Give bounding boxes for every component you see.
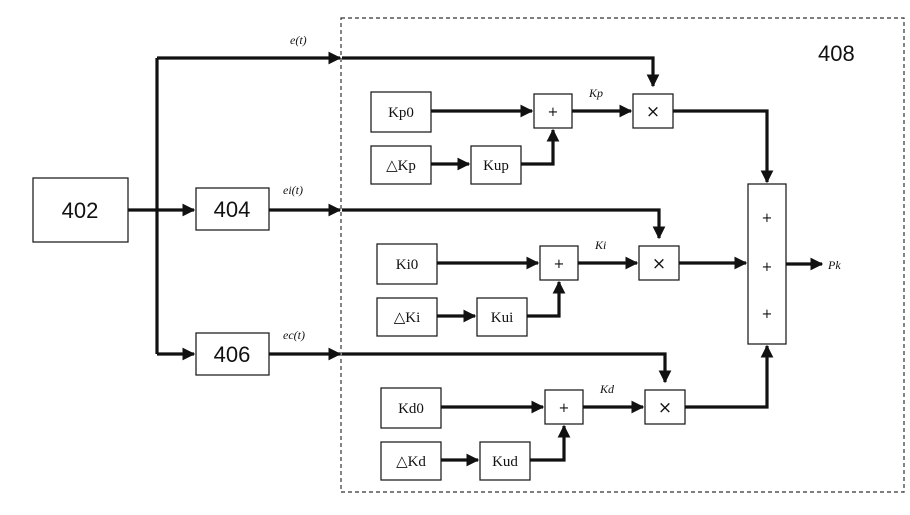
adder-p-sign: + — [548, 105, 559, 120]
label-delta-kp: △Kp — [386, 158, 416, 174]
multiplier-i-sign: × — [652, 254, 666, 274]
label-402: 402 — [62, 198, 99, 223]
signal-ki: Ki — [594, 238, 606, 252]
adder-i-sign: + — [554, 257, 565, 272]
label-delta-ki: △Ki — [394, 310, 421, 326]
label-delta-kd: △Kd — [396, 454, 426, 470]
multiplier-d-sign: × — [658, 398, 672, 418]
label-kp0: Kp0 — [388, 105, 414, 121]
label-ki0: Ki0 — [396, 257, 419, 273]
summer-sign-2: + — [762, 260, 773, 275]
summer-sign-1: + — [762, 211, 773, 226]
adder-d-sign: + — [559, 401, 570, 416]
signal-ec: ec(t) — [283, 328, 305, 342]
multiplier-p-sign: × — [646, 102, 660, 122]
summer-sign-3: + — [762, 307, 773, 322]
label-kui: Kui — [491, 310, 514, 326]
signal-ei: ei(t) — [283, 183, 303, 197]
label-kd0: Kd0 — [398, 401, 424, 417]
signal-e: e(t) — [290, 33, 307, 47]
signal-kd: Kd — [599, 382, 615, 396]
label-408: 408 — [818, 41, 855, 66]
label-406: 406 — [214, 342, 251, 367]
label-kud: Kud — [492, 454, 518, 470]
signal-pk: Pk — [827, 258, 841, 272]
label-404: 404 — [214, 197, 251, 222]
label-kup: Kup — [483, 158, 509, 174]
signal-kp: Kp — [588, 86, 603, 100]
